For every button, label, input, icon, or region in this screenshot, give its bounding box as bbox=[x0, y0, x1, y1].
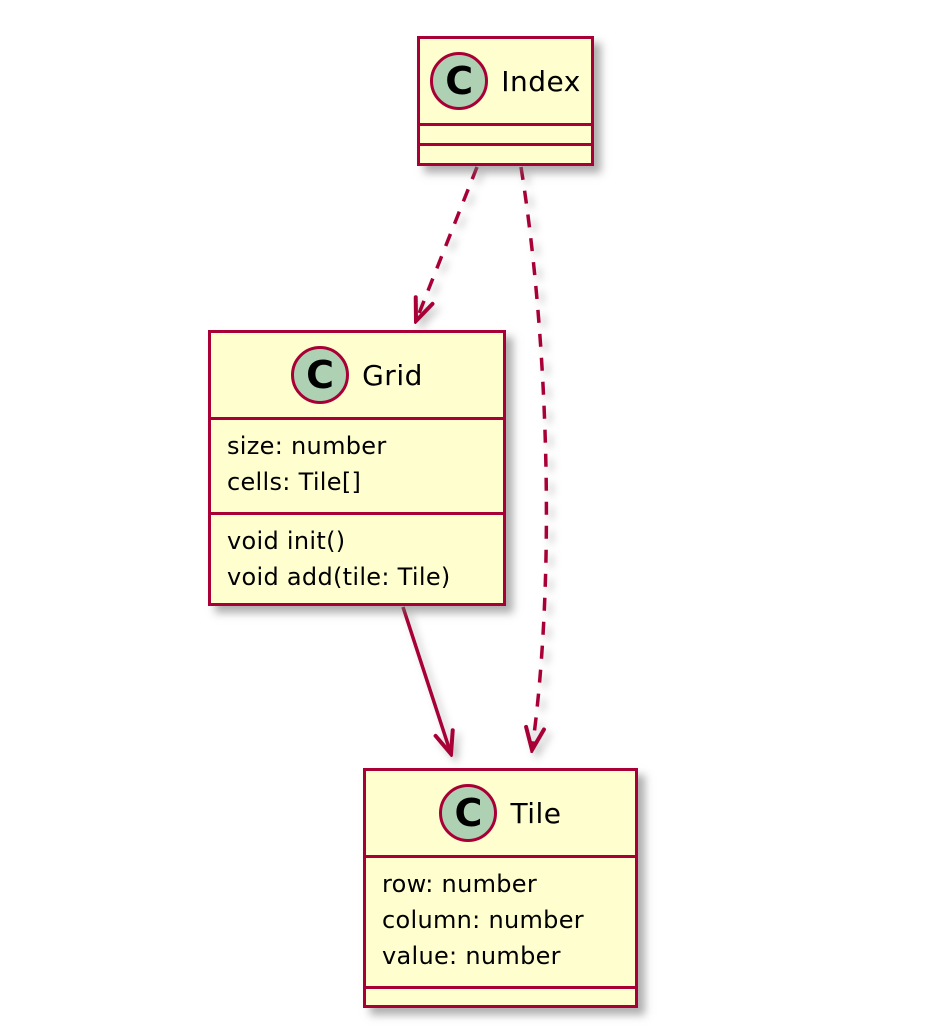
class-stereotype-icon: C bbox=[439, 784, 498, 842]
attribute-line: cells: Tile[] bbox=[227, 468, 362, 496]
dependency-arrow-index-grid bbox=[416, 166, 479, 321]
class-title-tile: C Tile bbox=[366, 771, 635, 855]
dependency-arrow-index-tile bbox=[519, 166, 549, 750]
class-box-grid: C Grid size: number cells: Tile[] void i… bbox=[208, 330, 506, 606]
stereotype-letter: C bbox=[454, 791, 483, 835]
attributes-section: row: number column: number value: number bbox=[366, 855, 635, 986]
stereotype-letter: C bbox=[306, 353, 335, 397]
attribute-line: column: number bbox=[382, 906, 584, 934]
class-stereotype-icon: C bbox=[291, 346, 350, 404]
attribute-line: row: number bbox=[382, 870, 538, 898]
methods-section bbox=[366, 986, 635, 1005]
class-name: Grid bbox=[362, 358, 423, 392]
class-box-tile: C Tile row: number column: number value:… bbox=[363, 768, 638, 1008]
attribute-line: value: number bbox=[382, 942, 561, 970]
class-name: Tile bbox=[510, 796, 562, 830]
class-title-index: C Index bbox=[420, 39, 591, 123]
attributes-section: size: number cells: Tile[] bbox=[211, 417, 503, 512]
method-line: void init() bbox=[227, 527, 346, 555]
methods-section bbox=[420, 143, 591, 163]
attributes-section bbox=[420, 123, 591, 143]
methods-section: void init() void add(tile: Tile) bbox=[211, 512, 503, 603]
class-name: Index bbox=[501, 64, 581, 98]
association-arrow-grid-tile bbox=[401, 606, 451, 754]
method-line: void add(tile: Tile) bbox=[227, 563, 451, 591]
class-stereotype-icon: C bbox=[430, 52, 489, 110]
attribute-line: size: number bbox=[227, 432, 387, 460]
class-box-index: C Index bbox=[417, 36, 594, 166]
class-title-grid: C Grid bbox=[211, 333, 503, 417]
stereotype-letter: C bbox=[445, 59, 474, 103]
